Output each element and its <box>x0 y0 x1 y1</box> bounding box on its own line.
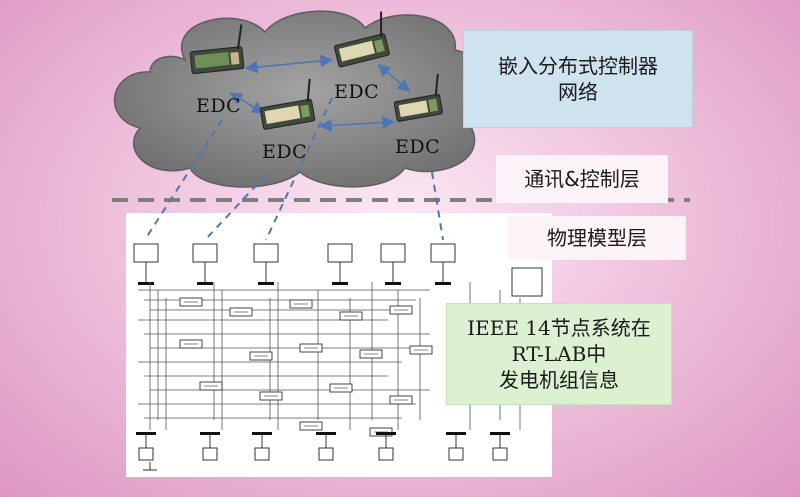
bus-bar <box>258 282 274 285</box>
edc-device-3 <box>333 11 390 68</box>
load-block <box>254 447 270 461</box>
mapping-line-4 <box>431 171 444 241</box>
bus-bar <box>435 282 451 285</box>
bus-bar <box>200 432 220 435</box>
bus-bar <box>316 432 336 435</box>
edc-label-3: EDC <box>334 81 380 103</box>
link-edc1-edc3 <box>244 54 334 74</box>
network-links <box>229 54 411 132</box>
bus-bar <box>385 282 401 285</box>
load-block <box>448 447 464 461</box>
load-block <box>318 447 334 461</box>
mapping-line-2 <box>204 174 267 241</box>
controller-mapping-lines <box>145 97 444 241</box>
communication-layer-label: 通讯&控制层 <box>496 155 668 203</box>
mapping-line-3 <box>265 97 333 241</box>
bus-bar <box>332 282 348 285</box>
bus-bar <box>376 432 396 435</box>
edc-label-2: EDC <box>262 141 308 163</box>
bus-bar <box>138 282 154 285</box>
physical-layer-label: 物理模型层 <box>508 216 686 260</box>
network-title-line2: 网络 <box>558 80 598 104</box>
network-title-line1: 嵌入分布式控制器 <box>498 54 658 78</box>
bus-bar <box>197 282 213 285</box>
system-info-line2: RT-LAB中 <box>511 342 607 366</box>
edc-label-1: EDC <box>196 95 242 117</box>
mapping-line-1 <box>145 119 223 239</box>
bus-bar <box>252 432 272 435</box>
system-info-line3: 发电机组信息 <box>498 368 619 392</box>
embedded-controller-network-label: 嵌入分布式控制器 网络 <box>463 30 693 128</box>
measurement-block <box>511 267 543 297</box>
system-info-label: IEEE 14节点系统在 RT-LAB中 发电机组信息 <box>446 303 672 405</box>
edc-label-4: EDC <box>395 136 441 158</box>
link-edc3-edc4 <box>377 63 411 93</box>
load-block <box>492 447 508 461</box>
edc-device-1 <box>189 24 245 75</box>
load-block <box>138 447 154 461</box>
load-block <box>378 447 394 461</box>
link-edc1-edc2 <box>229 92 265 114</box>
edc-device-4 <box>393 73 443 122</box>
bus-bar <box>446 432 466 435</box>
system-info-line1: IEEE 14节点系统在 <box>467 316 651 340</box>
load-block <box>202 447 218 461</box>
bus-bar <box>136 432 156 435</box>
edc-device-2 <box>259 78 316 130</box>
link-edc2-edc4 <box>318 116 396 132</box>
bus-bar <box>490 432 510 435</box>
